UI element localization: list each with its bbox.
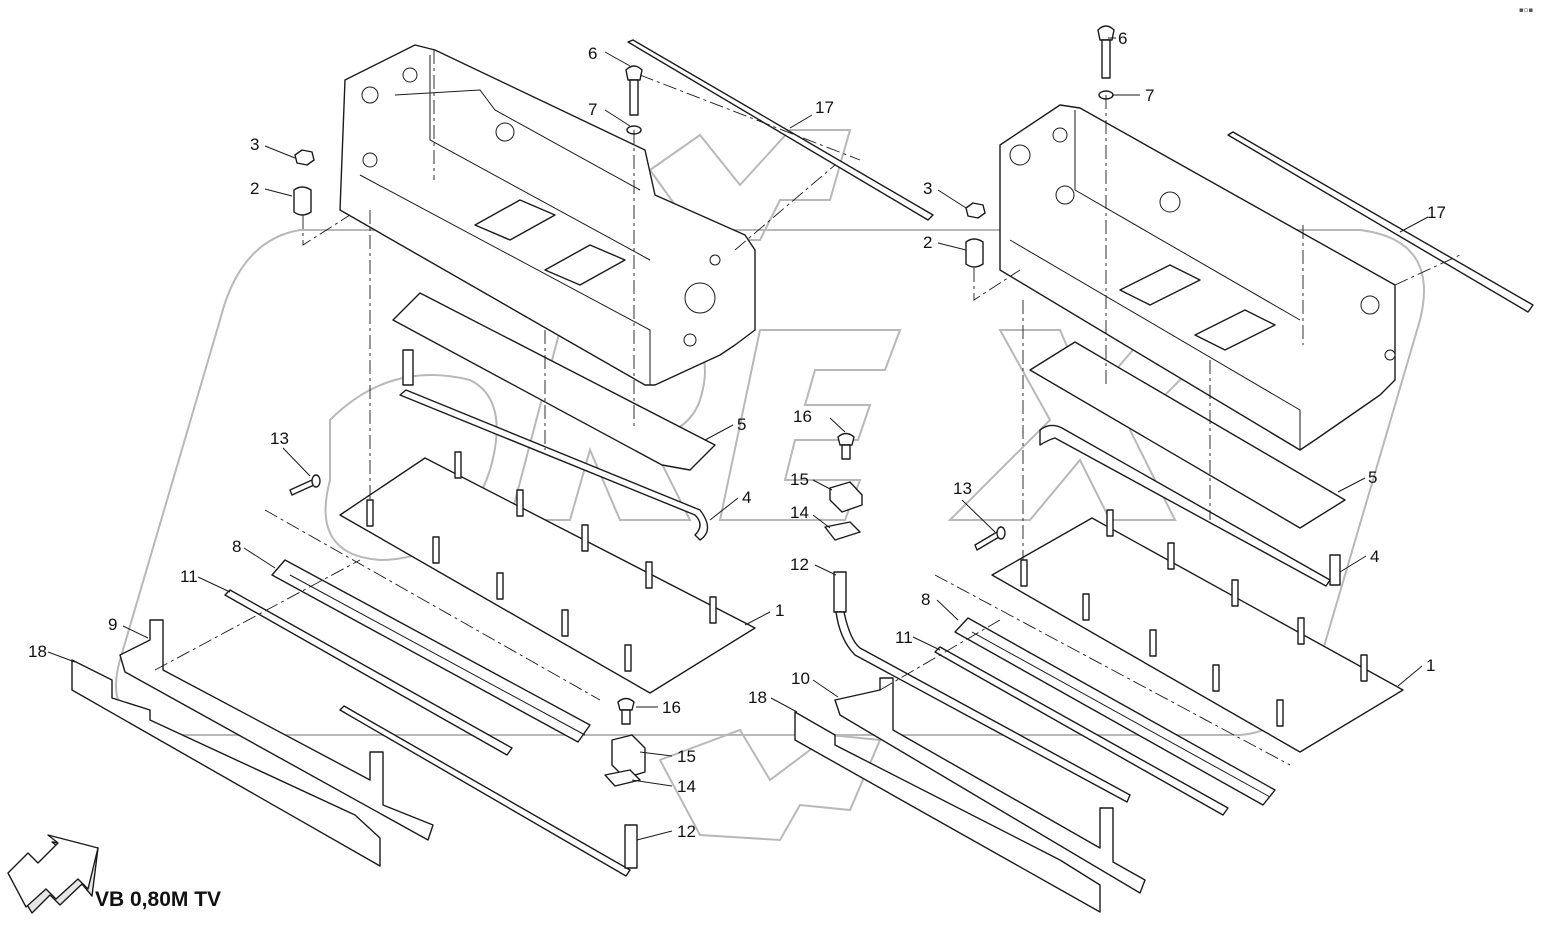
right-rod-4 — [1039, 424, 1341, 587]
right-spacer-2 — [965, 238, 984, 268]
left-base-plate-1 — [339, 457, 756, 694]
left-screw-13 — [289, 474, 321, 496]
left-bracket-9 — [119, 619, 434, 841]
callout-label: 15 — [677, 747, 696, 766]
right-clip-15-14-16 — [824, 432, 863, 541]
callout-label: 2 — [923, 233, 932, 252]
right-strip-17 — [1227, 131, 1534, 313]
callout-label: 4 — [1370, 547, 1379, 566]
callout-label: 3 — [250, 135, 259, 154]
left-spacer-2 — [293, 186, 312, 216]
callout-label: 18 — [748, 688, 767, 707]
callout-label: 4 — [742, 488, 751, 507]
right-rod-12 — [833, 571, 1131, 803]
callout-label: 6 — [588, 44, 597, 63]
callout-label: 13 — [953, 479, 972, 498]
callout-label: 18 — [28, 642, 47, 661]
right-cover-18 — [794, 711, 1101, 913]
left-plate-5 — [392, 292, 716, 471]
callout-label: 14 — [790, 503, 809, 522]
leader-lines — [47, 37, 1429, 841]
callout-label: 11 — [895, 628, 913, 647]
left-strip-17 — [627, 39, 934, 221]
callout-label: 11 — [180, 567, 198, 586]
left-rail-8 — [271, 559, 591, 743]
assembly-lines — [154, 50, 1461, 766]
callouts-left: 6 7 17 3 2 5 13 4 8 11 9 18 1 16 15 14 1… — [28, 44, 834, 841]
callout-label: 2 — [250, 179, 259, 198]
corner-mark: ▪▫▪ — [1519, 6, 1534, 14]
callouts-right: 6 7 3 2 17 16 15 14 12 13 5 4 8 11 1 10 … — [748, 29, 1446, 707]
callout-label: 15 — [790, 470, 809, 489]
right-frame-housing — [999, 104, 1396, 451]
callout-label: 8 — [921, 590, 930, 609]
callout-label: 12 — [677, 822, 696, 841]
callout-label: 7 — [588, 100, 597, 119]
callout-label: 7 — [1145, 86, 1154, 105]
right-nut-3 — [965, 202, 986, 219]
left-frame-housing — [339, 44, 756, 386]
callout-label: 5 — [737, 415, 746, 434]
left-studs — [366, 451, 717, 672]
right-studs — [1020, 509, 1368, 727]
left-clip-15-14 — [604, 697, 646, 787]
callout-label: 17 — [1427, 203, 1446, 222]
diagram-caption: VB 0,80M TV — [95, 888, 222, 911]
callout-label: 9 — [108, 615, 117, 634]
callout-label: 5 — [1368, 468, 1377, 487]
left-screw-6 — [625, 65, 643, 116]
callout-label: 13 — [270, 429, 289, 448]
direction-arrow-icon — [7, 834, 99, 914]
callout-label: 16 — [662, 698, 681, 717]
left-nut-3 — [294, 149, 315, 166]
left-rod-4 — [399, 349, 709, 541]
callout-label: 1 — [1426, 656, 1435, 675]
callout-label: 14 — [677, 777, 696, 796]
callout-label: 12 — [790, 555, 809, 574]
callout-label: 1 — [775, 601, 784, 620]
callout-label: 8 — [232, 537, 241, 556]
right-plate-5 — [1029, 341, 1346, 529]
callout-label: 17 — [815, 98, 834, 117]
callout-label: 16 — [793, 407, 812, 426]
left-cover-18 — [71, 659, 381, 867]
callout-label: 3 — [923, 179, 932, 198]
right-base-plate-1 — [991, 517, 1404, 753]
right-bracket-10 — [834, 677, 1146, 894]
callout-label: 10 — [791, 669, 810, 688]
right-screw-6 — [1097, 25, 1115, 79]
left-rod-12 — [339, 705, 638, 877]
right-screw-13 — [974, 526, 1006, 551]
callout-label: 6 — [1118, 29, 1127, 48]
right-rail-8 — [954, 617, 1276, 806]
